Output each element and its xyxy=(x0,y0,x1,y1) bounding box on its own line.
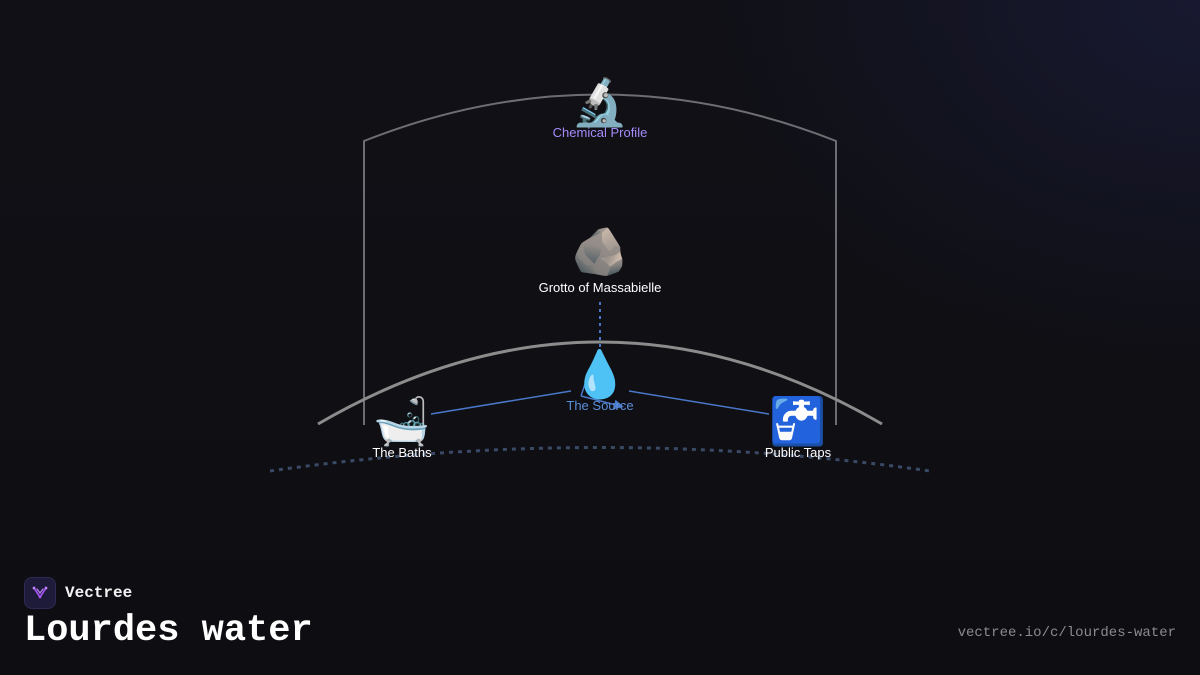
dashed-curve xyxy=(269,446,931,473)
page-title: Lourdes water xyxy=(24,610,313,652)
node-public-taps[interactable]: 🚰 Public Taps xyxy=(765,394,832,460)
node-label-grotto: Grotto of Massabielle xyxy=(539,280,662,295)
link-arrow-source xyxy=(580,395,624,410)
bathtub-icon: 🛁 xyxy=(373,394,430,448)
water-tap-icon: 🚰 xyxy=(769,394,826,448)
node-label-source: The Source xyxy=(566,398,633,413)
node-label-taps: Public Taps xyxy=(765,445,832,460)
brand-name: Vectree xyxy=(65,584,133,602)
node-label-baths: The Baths xyxy=(372,445,432,460)
inner-arc xyxy=(317,340,883,426)
node-label-chemical: Chemical Profile xyxy=(553,125,648,140)
vectree-logo-icon xyxy=(24,577,56,609)
outer-arc xyxy=(363,93,837,425)
node-chemical-profile[interactable]: 🔬 Chemical Profile xyxy=(553,74,648,140)
water-drop-icon: 💧 xyxy=(571,347,628,401)
link-arrow-source-left xyxy=(580,380,587,397)
link-source-taps xyxy=(628,390,770,415)
link-source-baths xyxy=(430,390,572,415)
microscope-icon: 🔬 xyxy=(571,74,628,129)
rock-icon: 🪨 xyxy=(571,224,628,278)
node-baths[interactable]: 🛁 The Baths xyxy=(372,394,432,460)
page-url[interactable]: vectree.io/c/lourdes-water xyxy=(957,625,1176,641)
brand[interactable]: Vectree xyxy=(24,577,132,609)
node-grotto[interactable]: 🪨 Grotto of Massabielle xyxy=(539,224,662,295)
node-source[interactable]: 💧 The Source xyxy=(566,347,633,413)
